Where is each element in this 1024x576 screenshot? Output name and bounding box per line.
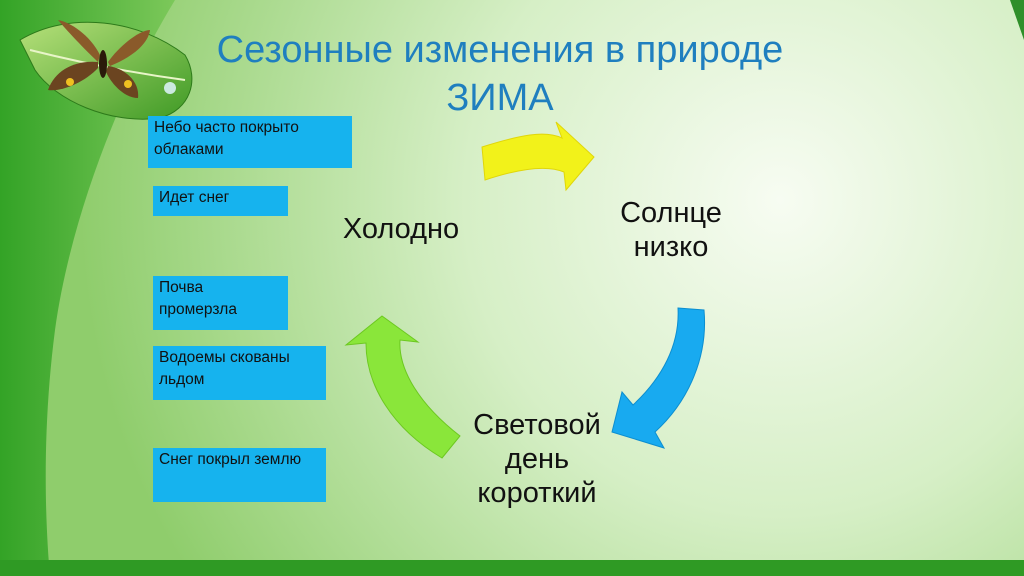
slide-subtitle: ЗИМА <box>446 77 554 119</box>
bottom-strip <box>0 560 1024 576</box>
cycle-label-day: Световой день короткий <box>473 409 601 509</box>
fact-box-sky: Небо часто покрыто облаками <box>148 116 352 168</box>
fact-box-snow-cover: Снег покрыл землю <box>153 448 326 502</box>
fact-box-snowfall: Идет снег <box>153 186 288 216</box>
slide-title: Сезонные изменения в природе <box>216 29 784 71</box>
fact-box-soil: Почва промерзла <box>153 276 288 330</box>
left-green-band <box>0 0 175 576</box>
cycle-arrow-green <box>344 315 461 459</box>
butterfly-on-leaf-icon <box>19 20 193 120</box>
fact-box-water: Водоемы скованы льдом <box>153 346 326 400</box>
cycle-arrow-blue <box>611 307 706 449</box>
cycle-label-sun: Солнце низко <box>620 197 722 263</box>
cycle-arrow-yellow <box>481 121 595 192</box>
cycle-label-cold: Холодно <box>342 213 460 245</box>
